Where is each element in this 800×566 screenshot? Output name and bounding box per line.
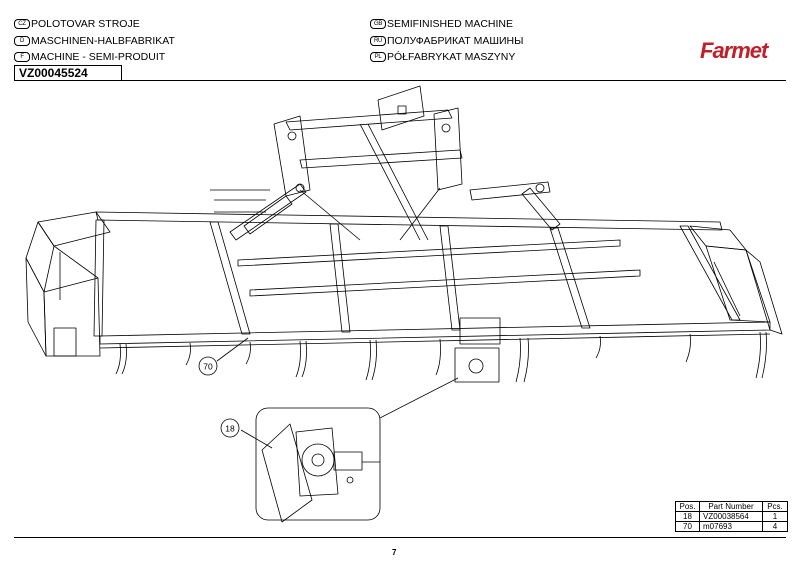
right-frame-module (689, 225, 783, 335)
hub-mount (454, 317, 501, 383)
title-pl: PL PÓŁFABRYKAT MASZYNY (370, 51, 515, 63)
cell-part-number: m07693 (699, 521, 763, 532)
callout-label-70: 70 (203, 362, 213, 372)
title-pl-text: PÓŁFABRYKAT MASZYNY (387, 51, 516, 63)
farmet-logo: Farmet (700, 38, 768, 63)
title-cz-text: POLOTOVAR STROJE (31, 18, 140, 30)
left-tools (210, 189, 270, 213)
lang-code-fr: F (14, 52, 30, 62)
cell-pcs: 4 (762, 521, 788, 532)
title-cz: CZ POLOTOVAR STROJE (14, 18, 140, 30)
table-row: 18 VZ00038564 1 (675, 511, 788, 522)
document-id: VZ00045524 (14, 65, 122, 81)
lang-code-gb: GB (370, 19, 386, 29)
title-fr-text: MACHINE - SEMI-PRODUIT (31, 51, 166, 63)
footer-divider (14, 537, 786, 538)
cell-pos: 18 (675, 511, 700, 522)
title-gb: GB SEMIFINISHED MACHINE (370, 18, 513, 30)
hitch-tower (273, 85, 463, 241)
lang-code-ru: RU (370, 36, 386, 46)
cell-part-number: VZ00038564 (699, 511, 763, 522)
callout-label-18: 18 (225, 424, 235, 434)
tines (115, 331, 767, 383)
col-part-number: Part Number (699, 501, 763, 512)
parts-table: Pos. Part Number Pcs. 18 VZ00038564 1 70… (675, 501, 788, 532)
lang-code-pl: PL (370, 52, 386, 62)
lang-code-cz: CZ (14, 19, 30, 29)
col-pcs: Pcs. (762, 501, 788, 512)
table-row: 70 m07693 4 (675, 521, 788, 532)
title-de: D MASCHINEN-HALBFABRIKAT (14, 35, 175, 47)
hydraulic-cylinders (229, 181, 561, 241)
title-ru: RU ПОЛУФАБРИКАТ МАШИНЫ (370, 35, 523, 47)
cell-pos: 70 (675, 521, 700, 532)
title-fr: F MACHINE - SEMI-PRODUIT (14, 51, 165, 63)
lang-code-de: D (14, 36, 30, 46)
machine-drawing: 70 18 (25, 85, 783, 523)
title-ru-text: ПОЛУФАБРИКАТ МАШИНЫ (387, 35, 524, 47)
cell-pcs: 1 (762, 511, 788, 522)
detail-view (220, 377, 459, 523)
left-frame-module (25, 211, 111, 357)
col-pos: Pos. (675, 501, 700, 512)
main-frame-beams (93, 211, 771, 349)
callout-70 (198, 337, 249, 376)
page-number: 7 (392, 548, 397, 557)
title-de-text: MASCHINEN-HALBFABRIKAT (31, 35, 175, 47)
header-divider (14, 80, 786, 81)
parts-table-header: Pos. Part Number Pcs. (675, 501, 788, 512)
title-gb-text: SEMIFINISHED MACHINE (387, 18, 514, 30)
